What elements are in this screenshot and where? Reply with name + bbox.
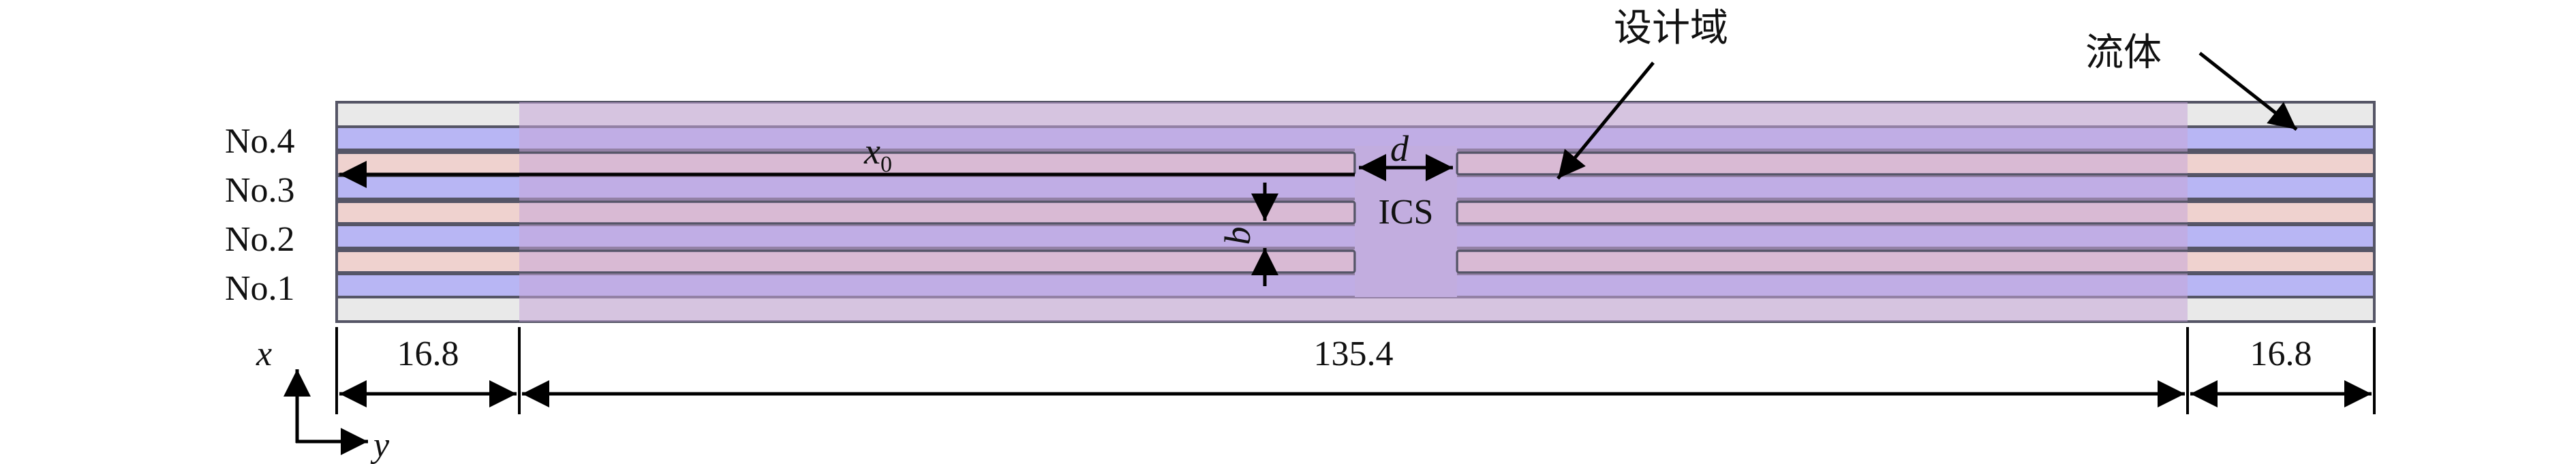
channel-label-no1: No.1 bbox=[225, 269, 295, 308]
fluid-label: 流体 bbox=[2085, 31, 2162, 75]
axis-y-label: y bbox=[370, 426, 390, 464]
plate-edge-3-left bbox=[335, 249, 1356, 274]
design-domain-region bbox=[519, 102, 2188, 322]
design-domain-pointer bbox=[1557, 61, 1655, 180]
dim-middle-label: 135.4 bbox=[1314, 335, 1394, 373]
design-domain-label: 设计域 bbox=[1614, 6, 1728, 50]
fluid-pointer bbox=[2198, 52, 2298, 131]
x0-label: x0 bbox=[863, 131, 892, 177]
axis-x-label: x bbox=[256, 335, 272, 373]
plate-edge-1-right bbox=[1456, 151, 2376, 176]
ics-label: ICS bbox=[1379, 193, 1434, 232]
plate-edges bbox=[335, 151, 2376, 274]
plate-edge-2-right bbox=[1456, 200, 2376, 225]
b-label: b bbox=[1217, 227, 1258, 245]
plate-edge-2-left bbox=[335, 200, 1356, 225]
channel-label-no4: No.4 bbox=[225, 122, 295, 161]
d-label: d bbox=[1390, 128, 1409, 169]
plate-edge-3-right bbox=[1456, 249, 2376, 274]
channel-label-no2: No.2 bbox=[225, 220, 295, 259]
channel-label-no3: No.3 bbox=[225, 171, 295, 210]
dim-left-label: 16.8 bbox=[397, 335, 459, 373]
dim-right-label: 16.8 bbox=[2250, 335, 2312, 373]
